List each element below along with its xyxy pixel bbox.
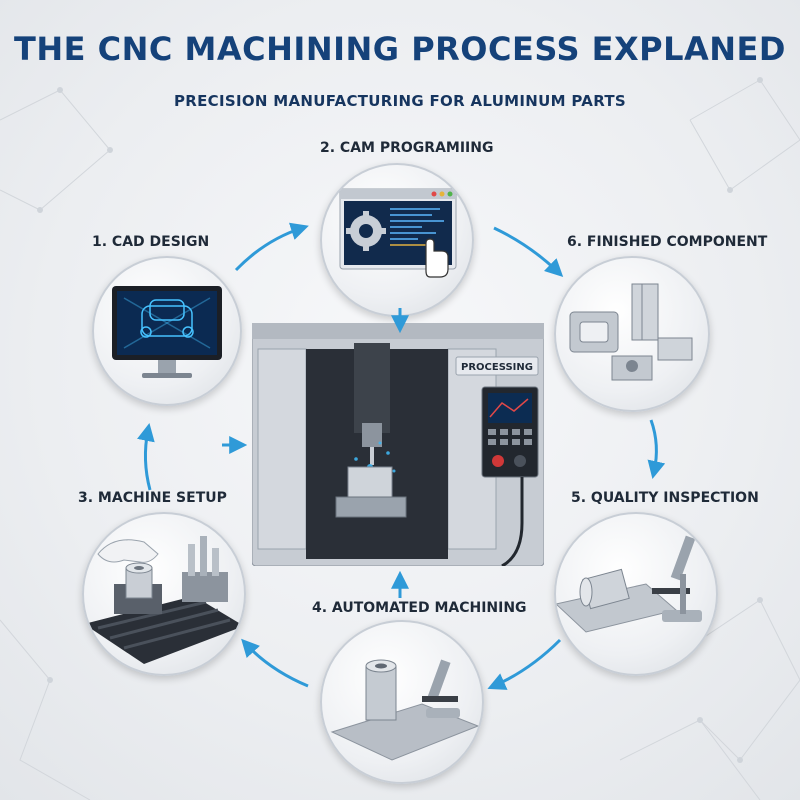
profile-part-icon [631, 283, 659, 341]
hand-cursor-icon [425, 238, 449, 278]
bracket-part-icon [569, 311, 619, 353]
block-part-icon [611, 337, 693, 381]
page-title: THE CNC MACHINING PROCESS EXPLANED [14, 30, 786, 68]
step-label-automated-machining: 4. AUTOMATED MACHINING [312, 600, 527, 616]
step-label-machine-setup: 3. MACHINE SETUP [78, 490, 227, 506]
microscope-icon [652, 535, 702, 622]
hand-icon [97, 539, 159, 563]
cad-design-bubble [92, 256, 242, 406]
step-label-quality-inspection: 5. QUALITY INSPECTION [571, 490, 759, 506]
aluminum-part-icon [125, 562, 153, 599]
emergency-stop-icon [492, 455, 504, 467]
machine-setup-bubble [82, 512, 246, 676]
control-panel [481, 386, 539, 478]
step-label-cad-design: 1. CAD DESIGN [92, 234, 210, 250]
gear-icon [346, 211, 386, 251]
machine-badge: PROCESSING [461, 362, 533, 373]
page-subtitle: PRECISION MANUFACTURING FOR ALUMINUM PAR… [173, 92, 627, 110]
cylinder-part-icon [579, 568, 630, 610]
step-label-finished-component: 6. FINISHED COMPONENT [567, 234, 768, 250]
cnc-machine: PROCESSING [251, 322, 545, 568]
cam-programming-bubble [320, 163, 474, 317]
monitor-icon [112, 286, 222, 378]
cylinder-part-icon [365, 659, 397, 721]
finished-component-bubble [554, 256, 710, 412]
quality-inspection-bubble [554, 512, 718, 676]
automated-machining-bubble [320, 620, 484, 784]
microscope-icon [422, 659, 460, 718]
step-label-cam-programming: 2. CAM PROGRAMIING [320, 140, 494, 156]
tool-holders-icon [182, 536, 228, 602]
